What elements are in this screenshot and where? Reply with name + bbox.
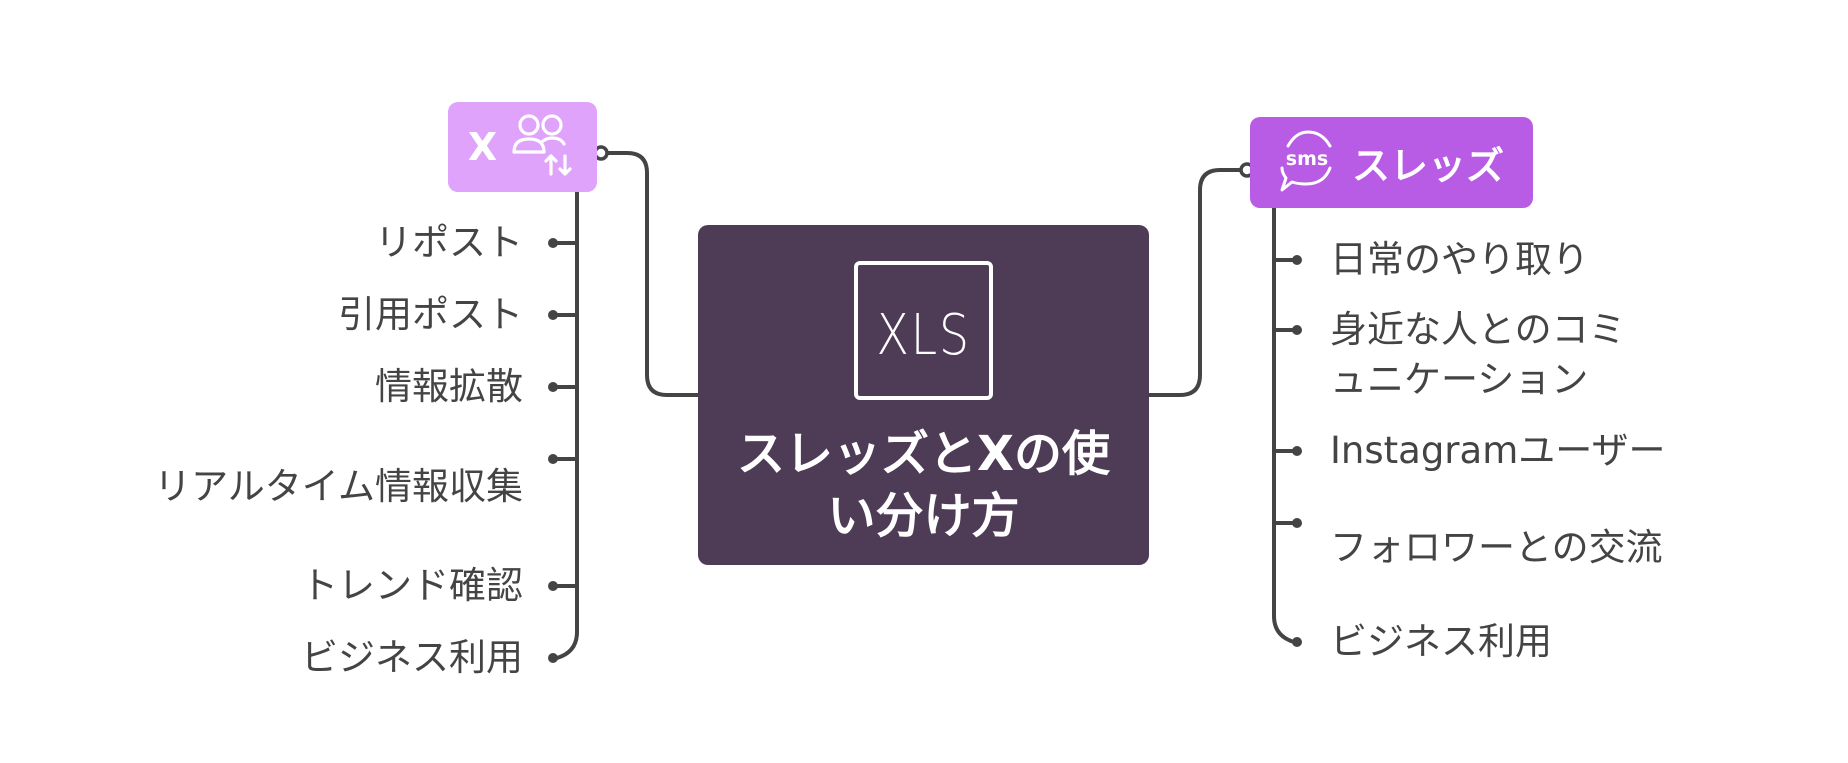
x-item-quote-post[interactable]: 引用ポスト: [338, 293, 523, 336]
center-title: スレッズとXの使 い分け方: [698, 423, 1149, 547]
xls-icon-text: XLS: [876, 303, 971, 368]
connector-center-to-x: [606, 151, 698, 397]
threads-item-line: ュニケーション: [1330, 358, 1589, 401]
center-title-line: い分け方: [827, 488, 1020, 544]
threads-bullet: [1292, 518, 1302, 528]
threads-item-instagram-users[interactable]: Instagramユーザー: [1330, 426, 1666, 476]
threads-spine: [1272, 208, 1295, 644]
connector-center-to-threads: [1149, 168, 1242, 397]
threads-item-close-communication[interactable]: 身近な人とのコミ ュニケーション: [1330, 305, 1626, 405]
threads-item-line: ビジネス利用: [1330, 620, 1552, 663]
x-spine: [556, 192, 579, 660]
threads-node-label: スレッズ: [1352, 144, 1505, 188]
threads-branch-ticks: [1274, 255, 1302, 647]
xls-icon: XLS: [854, 261, 993, 400]
x-branch-ticks: [548, 238, 577, 663]
x-item-trend-check[interactable]: トレンド確認: [301, 564, 523, 607]
threads-item-line: 身近な人とのコミ: [1330, 308, 1626, 351]
threads-node[interactable]: sms スレッズ: [1250, 117, 1533, 208]
x-item-business-use[interactable]: ビジネス利用: [301, 636, 523, 679]
threads-bullet: [1292, 255, 1302, 265]
x-bullet: [548, 581, 558, 591]
sms-chat-icon: sms: [1278, 128, 1336, 198]
threads-item-line: Instagramユーザー: [1330, 429, 1666, 472]
threads-item-daily-chat[interactable]: 日常のやり取り: [1330, 235, 1589, 285]
x-bullet: [548, 653, 558, 663]
threads-bullet: [1292, 637, 1302, 647]
x-node-label: X: [467, 125, 498, 169]
threads-bullet: [1292, 325, 1302, 335]
svg-text:sms: sms: [1286, 148, 1328, 170]
threads-bullet: [1292, 446, 1302, 456]
x-bullet: [548, 382, 558, 392]
x-item-info-spread[interactable]: 情報拡散: [375, 365, 523, 408]
threads-item-business-use[interactable]: ビジネス利用: [1330, 617, 1552, 667]
x-node[interactable]: X: [448, 102, 597, 192]
center-topic-node[interactable]: XLS スレッズとXの使 い分け方: [698, 225, 1149, 565]
x-item-realtime-info[interactable]: リアルタイム情報収集: [154, 465, 523, 508]
center-title-line: スレッズとXの使: [736, 426, 1110, 482]
threads-item-follower-interaction[interactable]: フォロワーとの交流: [1330, 523, 1663, 573]
users-swap-icon: [511, 112, 577, 182]
x-item-repost[interactable]: リポスト: [375, 221, 523, 264]
x-bullet: [548, 238, 558, 248]
x-bullet: [548, 454, 558, 464]
threads-item-line: フォロワーとの交流: [1330, 526, 1663, 569]
x-bullet: [548, 310, 558, 320]
threads-item-line: 日常のやり取り: [1330, 238, 1589, 281]
